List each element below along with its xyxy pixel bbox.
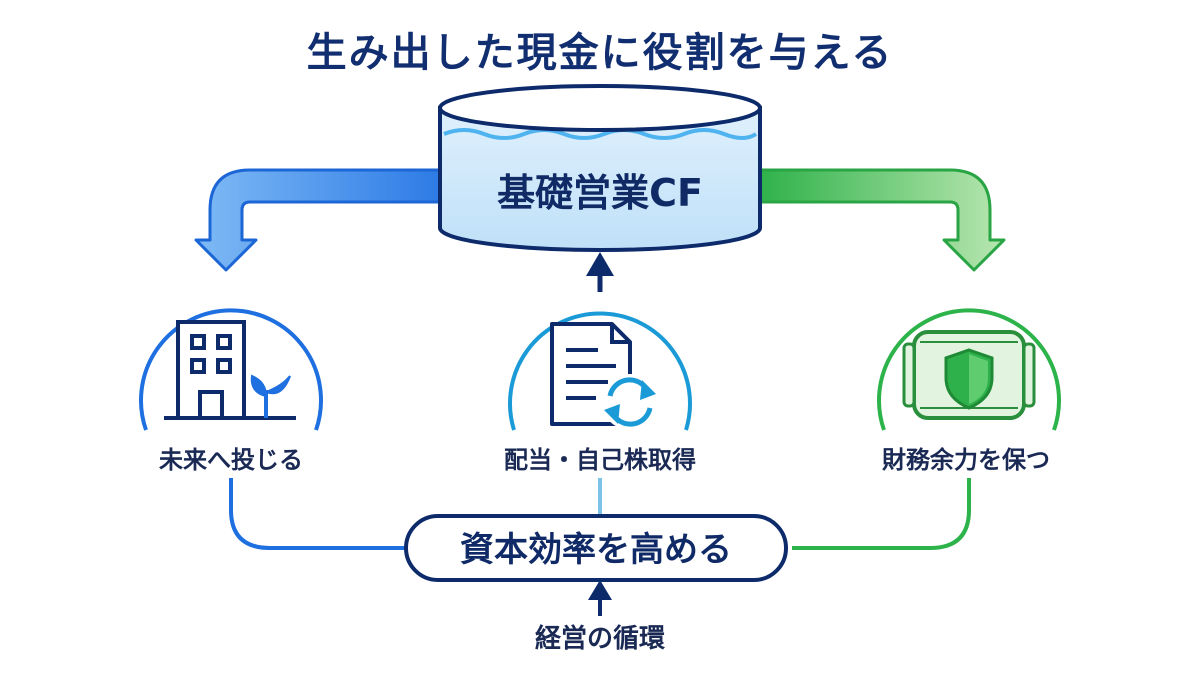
bottom-loop xyxy=(229,478,971,550)
node-label-invest-future: 未来へ投じる xyxy=(159,446,303,474)
up-arrow-to-tank xyxy=(586,252,614,292)
tank-label: 基礎営業CF xyxy=(497,171,703,215)
safe-shield-icon xyxy=(902,330,1036,420)
capital-efficiency-pill xyxy=(404,514,788,582)
node-label-shareholder-return: 配当・自己株取得 xyxy=(504,446,696,474)
node-circle-middle xyxy=(508,311,692,431)
document-cycle-icon xyxy=(550,322,658,430)
node-circle-left xyxy=(139,308,323,431)
node-label-financial-buffer: 財務余力を保つ xyxy=(882,446,1050,474)
diagram-title: 生み出した現金に役割を与える xyxy=(306,30,894,76)
right-flow-arrow xyxy=(758,168,1006,272)
pill-label: 資本効率を高める xyxy=(460,530,732,570)
left-flow-arrow xyxy=(194,168,442,272)
up-arrow-to-pill xyxy=(588,580,612,616)
footer-label: 経営の循環 xyxy=(534,624,665,654)
node-circle-right xyxy=(877,308,1061,431)
building-sprout-icon xyxy=(164,320,296,420)
cash-tank xyxy=(438,84,762,252)
